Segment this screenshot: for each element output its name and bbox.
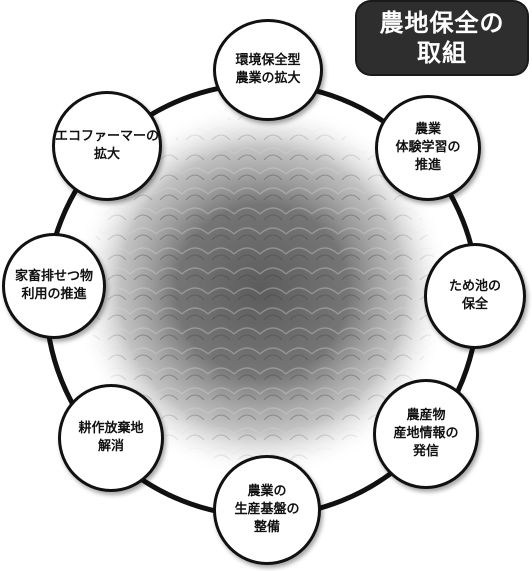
- node-label-line: 産地情報の: [393, 426, 459, 441]
- node-label-line: 利用の推進: [21, 287, 87, 302]
- node-label-line: 拡大: [93, 147, 120, 162]
- node-farming-experience: 農業 体験学習の 推進: [375, 95, 481, 201]
- node-label-line: 農業の: [247, 484, 287, 499]
- node-label-line: 整備: [253, 520, 280, 535]
- node-eco-farmer: エコファーマーの 拡大: [52, 91, 162, 201]
- node-produce-information: 農産物 産地情報の 発信: [373, 379, 479, 489]
- node-livestock-manure: 家畜排せつ物 利用の推進: [2, 233, 106, 339]
- node-label-line: 生産基盤の: [234, 502, 300, 517]
- title-badge: 農地保全の 取組: [357, 2, 527, 74]
- title-line-1: 農地保全の: [379, 9, 505, 37]
- node-label-line: 家畜排せつ物: [14, 269, 93, 284]
- central-photo: [72, 100, 452, 480]
- node-abandoned-farmland: 耕作放棄地 解消: [58, 384, 164, 492]
- node-reservoir-conservation: ため池の 保全: [424, 243, 526, 349]
- node-label-line: 環境保全型: [235, 53, 301, 68]
- node-production-infrastructure: 農業の 生産基盤の 整備: [213, 455, 321, 565]
- node-environmental-agriculture: 環境保全型 農業の拡大: [213, 19, 323, 121]
- node-label-line: 農業の拡大: [235, 71, 301, 86]
- node-label-line: 発信: [412, 444, 439, 459]
- node-label-line: 推進: [414, 158, 441, 173]
- title-line-2: 取組: [417, 39, 467, 67]
- node-label-line: 農業: [414, 122, 441, 137]
- node-label-line: 体験学習の: [395, 140, 461, 155]
- node-label-line: エコファーマーの: [55, 129, 160, 144]
- node-label-line: 耕作放棄地: [78, 421, 144, 436]
- node-label-line: 解消: [97, 439, 124, 454]
- node-label-line: ため池の: [448, 279, 501, 294]
- node-label-line: 農産物: [406, 408, 446, 423]
- node-label-line: 保全: [461, 297, 488, 312]
